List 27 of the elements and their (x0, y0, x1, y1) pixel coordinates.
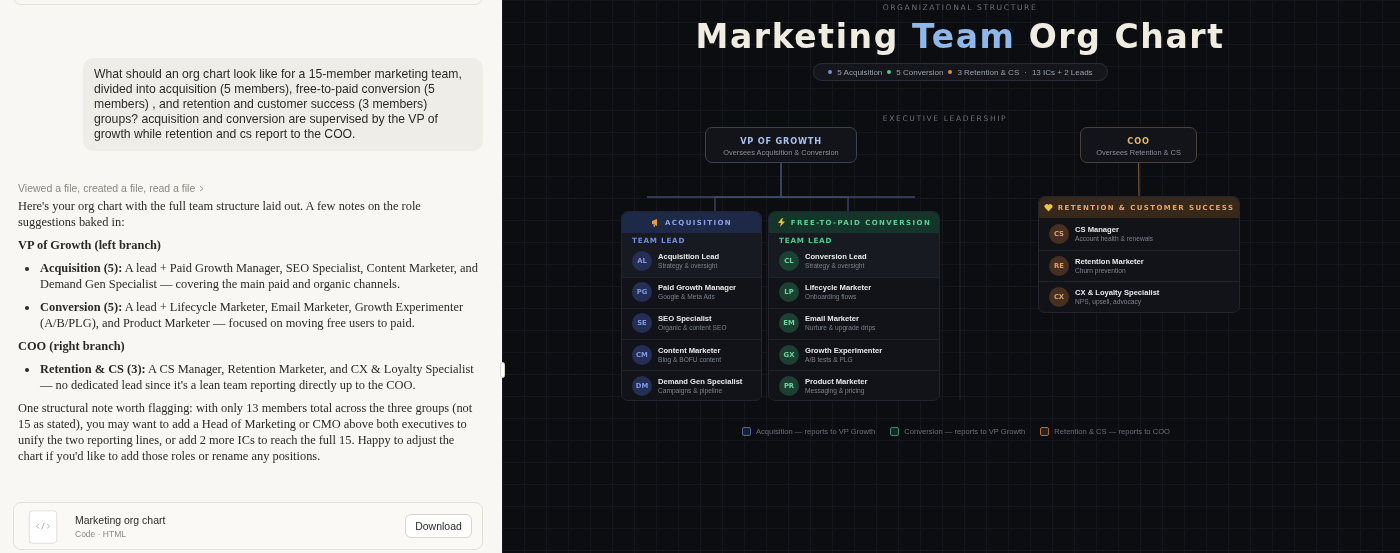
team-panel (768, 211, 940, 401)
executive-card (1080, 127, 1197, 163)
bullet-point: Conversion (5): A lead + Lifecycle Marketer, Email Marketer, Growth Experimenter (A/B/PLG), and Product Marketer — focused on moving free users to paid. (40, 299, 464, 331)
section-heading: COO (right branch) (18, 338, 126, 354)
response-paragraph: Here's your org chart with the full team structure laid out. A few notes on the role suggestions baked in: (18, 198, 422, 230)
section-heading: VP of Growth (left branch) (18, 237, 162, 253)
bullet-point: Acquisition (5): A lead + Paid Growth Manager, SEO Specialist, Content Marketer, and Demand Gen Specialist — covering the main paid and organic channels. (40, 260, 479, 292)
download-button: Download (405, 514, 472, 538)
connector-line (1137, 162, 1140, 197)
response-paragraph: One structural note worth flagging: with only 13 members total across the three groups (not 15 as stated), you may want to add a Head of Marketing or CMO above both executives to unify the two reporting lines, or add 2 more ICs to reach the full 15. Happy to adjust the chart if you'd like to add those roles or rename any positions. (18, 400, 474, 464)
activity-summary: Viewed a file, created a file, read a file (18, 182, 196, 194)
chart-title: Marketing Team Org Chart (695, 17, 1225, 56)
summary-count: 3 Retention & CS (957, 67, 1020, 77)
bullet-point: Retention & CS (3): A CS Manager, Retention Marketer, and CX & Loyalty Specialist — no dedicated lead since it's a lean team reporting directly up to the COO. (40, 361, 475, 393)
summary-count: 13 ICs + 2 Leads (1031, 67, 1093, 77)
summary-count: 5 Acquisition (837, 67, 883, 77)
team-panel (621, 211, 762, 401)
separator: · (1024, 67, 1027, 77)
file-type: Code · HTML (75, 529, 126, 539)
executive-card (705, 127, 857, 163)
chat-message: What should an org chart look like for a 15-member marketing team, divided into acquisition (5 members), free-to-paid conversion (5 members) , and retention and customer success (3 members) groups? acquisition and conversion are supervised by the VP of growth while retention and cs report to the COO. (83, 58, 483, 151)
team-panel (1038, 196, 1240, 313)
file-name: Marketing org chart (75, 514, 166, 526)
connector-line (780, 162, 849, 212)
summary-count: 5 Conversion (896, 67, 944, 77)
role-title: COO (1126, 136, 1151, 146)
role-title: VP OF GROWTH (739, 136, 823, 146)
